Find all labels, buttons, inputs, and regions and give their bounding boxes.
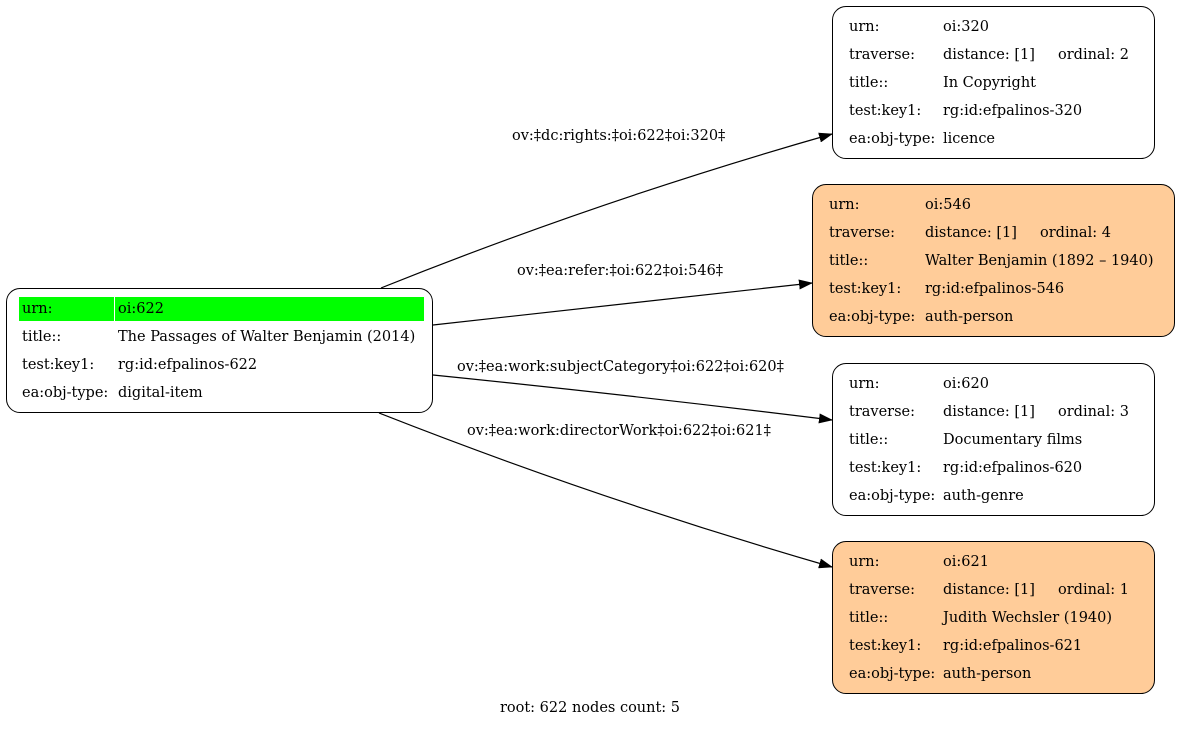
row-value: In Copyright <box>943 75 1036 91</box>
row-value: licence <box>943 131 996 147</box>
edge-label-n621: ov:‡ea:work:directorWork‡oi:622‡oi:621‡ <box>467 423 771 439</box>
row-value: oi:546 <box>925 197 971 213</box>
node-row: urn: oi:622 <box>7 297 432 321</box>
node-oi-621[interactable]: urn: oi:621 traverse: distance: [1] ordinal… <box>832 541 1155 694</box>
graph-footer: root: 622 nodes count: 5 <box>499 700 681 716</box>
row-label: ea:obj-type: <box>829 309 916 325</box>
row-ordinal: ordinal: 4 <box>1040 225 1111 241</box>
row-value: auth-genre <box>943 488 1024 504</box>
row-value: oi:621 <box>943 554 989 570</box>
row-value: distance: [1] <box>925 225 1017 241</box>
row-label: urn: <box>849 554 880 570</box>
row-value: distance: [1] <box>943 47 1035 63</box>
node-oi-320[interactable]: urn: oi:320 traverse: distance: [1] ordinal… <box>832 6 1155 159</box>
row-value: distance: [1] <box>943 404 1035 420</box>
row-label: test:key1: <box>849 460 922 476</box>
row-label: title:: <box>22 329 62 345</box>
row-label: traverse: <box>849 47 916 63</box>
row-label: traverse: <box>829 225 896 241</box>
row-value: oi:622 <box>115 297 424 321</box>
edge-root-n620 <box>432 374 833 424</box>
edge-label-n620: ov:‡ea:work:subjectCategory‡oi:622‡oi:62… <box>457 359 784 375</box>
row-label: urn: <box>829 197 860 213</box>
edge-root-n546 <box>432 279 813 326</box>
row-label: urn: <box>849 19 880 35</box>
row-label: title:: <box>849 75 889 91</box>
edge-label-n546: ov:‡ea:refer:‡oi:622‡oi:546‡ <box>517 263 724 279</box>
row-value: rg:id:efpalinos-622 <box>118 357 258 373</box>
row-value: The Passages of Walter Benjamin (2014) <box>118 329 416 345</box>
row-ordinal: ordinal: 2 <box>1058 47 1129 63</box>
edge-root-n621 <box>378 412 833 569</box>
row-value: rg:id:efpalinos-546 <box>925 281 1065 297</box>
row-value: distance: [1] <box>943 582 1035 598</box>
row-value: Judith Wechsler (1940) <box>943 610 1113 626</box>
node-row: test:key1: rg:id:efpalinos-622 <box>7 353 432 377</box>
edge-root-n320 <box>380 132 833 289</box>
row-value: digital-item <box>118 385 203 401</box>
row-label: urn: <box>19 297 114 321</box>
row-value: auth-person <box>925 309 1014 325</box>
node-oi-546[interactable]: urn: oi:546 traverse: distance: [1] ordinal… <box>812 184 1175 337</box>
row-label: test:key1: <box>849 638 922 654</box>
row-value: rg:id:efpalinos-621 <box>943 638 1083 654</box>
row-label: test:key1: <box>22 357 95 373</box>
row-label: title:: <box>849 610 889 626</box>
row-label: test:key1: <box>849 103 922 119</box>
row-value: Documentary films <box>943 432 1083 448</box>
row-value: rg:id:efpalinos-620 <box>943 460 1083 476</box>
row-ordinal: ordinal: 1 <box>1058 582 1129 598</box>
row-label: title:: <box>849 432 889 448</box>
row-label: ea:obj-type: <box>849 131 936 147</box>
edge-label-n320: ov:‡dc:rights:‡oi:622‡oi:320‡ <box>512 128 726 144</box>
node-row: title:: The Passages of Walter Benjamin … <box>7 325 432 349</box>
row-label: traverse: <box>849 582 916 598</box>
node-oi-620[interactable]: urn: oi:620 traverse: distance: [1] ordinal… <box>832 363 1155 516</box>
row-value: oi:620 <box>943 376 989 392</box>
row-label: ea:obj-type: <box>849 488 936 504</box>
row-label: ea:obj-type: <box>849 666 936 682</box>
row-label: ea:obj-type: <box>22 385 109 401</box>
row-label: urn: <box>849 376 880 392</box>
row-label: title:: <box>829 253 869 269</box>
node-root[interactable]: urn: oi:622 title:: The Passages of Walt… <box>6 288 433 413</box>
row-value: auth-person <box>943 666 1032 682</box>
row-label: traverse: <box>849 404 916 420</box>
row-value: oi:320 <box>943 19 989 35</box>
row-value: Walter Benjamin (1892 – 1940) <box>925 253 1154 269</box>
row-value: rg:id:efpalinos-320 <box>943 103 1083 119</box>
row-ordinal: ordinal: 3 <box>1058 404 1129 420</box>
row-label: test:key1: <box>829 281 902 297</box>
node-row: ea:obj-type: digital-item <box>7 381 432 405</box>
